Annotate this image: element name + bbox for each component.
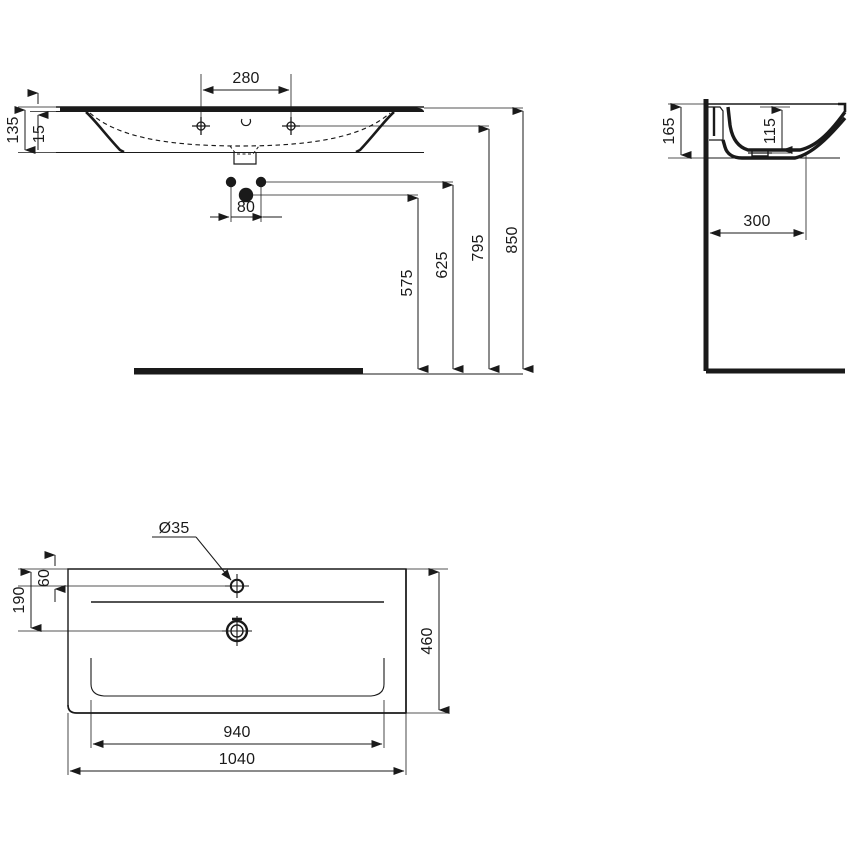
vertical-dimension-chain	[246, 107, 534, 373]
leader-d35	[152, 536, 232, 581]
supply-point-left	[225, 176, 237, 188]
dim-label-80: 80	[237, 199, 255, 216]
dim-label-280: 280	[232, 70, 259, 87]
basin-front-edge	[67, 704, 406, 714]
dim-label-60: 60	[36, 569, 53, 587]
basin-right-profile	[355, 111, 395, 154]
rim-top-edge	[60, 107, 424, 111]
dim-label-850: 850	[504, 226, 521, 253]
dim-80	[210, 187, 282, 222]
dim-165	[668, 103, 708, 159]
overflow-hidden-lines	[229, 145, 260, 155]
dim-940	[90, 700, 385, 748]
dim-label-165: 165	[661, 117, 678, 144]
dim-label-190: 190	[11, 586, 28, 613]
front-lip	[838, 102, 847, 112]
dim-label-115: 115	[762, 118, 779, 144]
bowl-hidden-edge	[89, 112, 391, 147]
back-fixing-detail	[708, 106, 724, 141]
dim-460	[406, 568, 450, 714]
bowl-inner-wall	[726, 106, 847, 152]
basin-front-outline	[56, 106, 424, 165]
bowl-inner-curve	[90, 658, 385, 697]
dim-135-15	[14, 89, 56, 154]
waste-outlet-stub	[233, 153, 257, 165]
dim-label-d35: Ø35	[159, 520, 190, 537]
dim-60-190	[18, 551, 231, 632]
dim-label-575: 575	[399, 269, 416, 296]
dim-label-940: 940	[223, 724, 250, 741]
dim-label-795: 795	[470, 234, 487, 261]
dim-115	[760, 106, 793, 154]
leader-arrow	[195, 536, 232, 581]
dim-1040	[67, 713, 407, 775]
dim-280	[200, 74, 292, 122]
dim-label-135: 135	[5, 116, 22, 143]
dim-label-460: 460	[419, 627, 436, 654]
dim-label-300: 300	[743, 213, 770, 230]
plan-view: Ø35 60 190 460 940	[11, 520, 450, 775]
dim-label-625: 625	[434, 251, 451, 278]
front-elevation-view: 135 15 280 80	[5, 70, 534, 375]
basin-left-profile	[85, 111, 125, 154]
plan-outline	[67, 568, 407, 714]
dim-label-1040: 1040	[219, 751, 255, 768]
dim-300	[707, 152, 807, 240]
center-mark-arc	[240, 118, 252, 127]
dim-label-15: 15	[31, 125, 48, 143]
side-elevation-view: 165 115 300	[661, 99, 847, 374]
